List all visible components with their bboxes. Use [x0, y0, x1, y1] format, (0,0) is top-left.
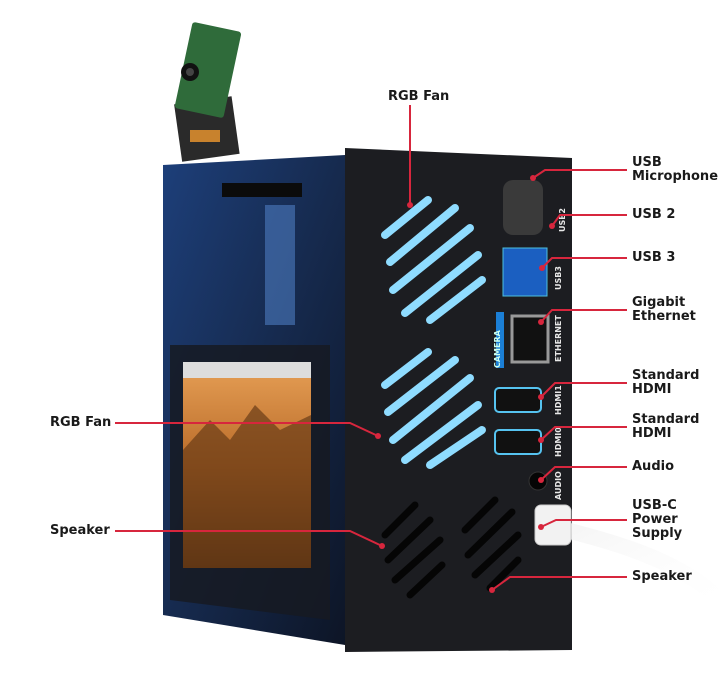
label-hdmi0: Standard HDMI	[632, 413, 699, 441]
label-line: HDMI	[632, 426, 672, 441]
label-usb2: USB 2	[632, 207, 676, 222]
speaker-grill	[381, 496, 522, 599]
side-panel	[163, 155, 345, 645]
fan-grill-top	[381, 196, 486, 324]
label-line: Gigabit	[632, 295, 686, 310]
callout-lines	[115, 105, 627, 591]
silk-usb2: USB2	[558, 208, 567, 232]
callout-dots	[375, 175, 555, 593]
label-ethernet: Gigabit Ethernet	[632, 296, 696, 324]
label-speaker-side: Speaker	[50, 523, 110, 538]
label-line: HDMI	[632, 382, 672, 397]
label-line: Power	[632, 512, 678, 527]
label-line: Ethernet	[632, 309, 696, 324]
silk-camera: CAMERA	[493, 329, 502, 368]
label-line: USB-C	[632, 498, 677, 513]
label-usb3: USB 3	[632, 250, 676, 265]
silk-ethernet: ETHERNET	[554, 315, 563, 362]
label-speaker-front: Speaker	[632, 569, 692, 584]
label-usb-c: USB-C Power Supply	[632, 499, 682, 541]
silk-hdmi0: HDMI0	[554, 427, 563, 457]
front-panel: USB2 USB3 CAMERA ETHERNET HDMI1 HDMI0 AU…	[345, 148, 572, 652]
label-hdmi1: Standard HDMI	[632, 369, 699, 397]
usb-microphone	[503, 180, 543, 235]
usb-c-cable	[534, 504, 720, 606]
label-line: Microphone	[632, 169, 719, 184]
label-line: USB	[632, 155, 662, 170]
label-line: Supply	[632, 526, 683, 541]
camera-module	[174, 22, 242, 162]
label-usb-microphone: USB Microphone	[632, 156, 718, 184]
silk-usb3: USB3	[554, 266, 563, 290]
fan-grill-bottom	[381, 348, 486, 469]
silk-hdmi1: HDMI1	[554, 385, 563, 415]
port-silkscreen: USB2 USB3 CAMERA ETHERNET HDMI1 HDMI0 AU…	[493, 208, 567, 500]
label-line: Standard	[632, 412, 700, 427]
silk-audio: AUDIO	[554, 471, 563, 500]
label-audio: Audio	[632, 459, 675, 474]
label-line: Standard	[632, 368, 700, 383]
label-rgb-fan-side: RGB Fan	[50, 415, 112, 430]
label-rgb-fan-top: RGB Fan	[388, 89, 450, 104]
